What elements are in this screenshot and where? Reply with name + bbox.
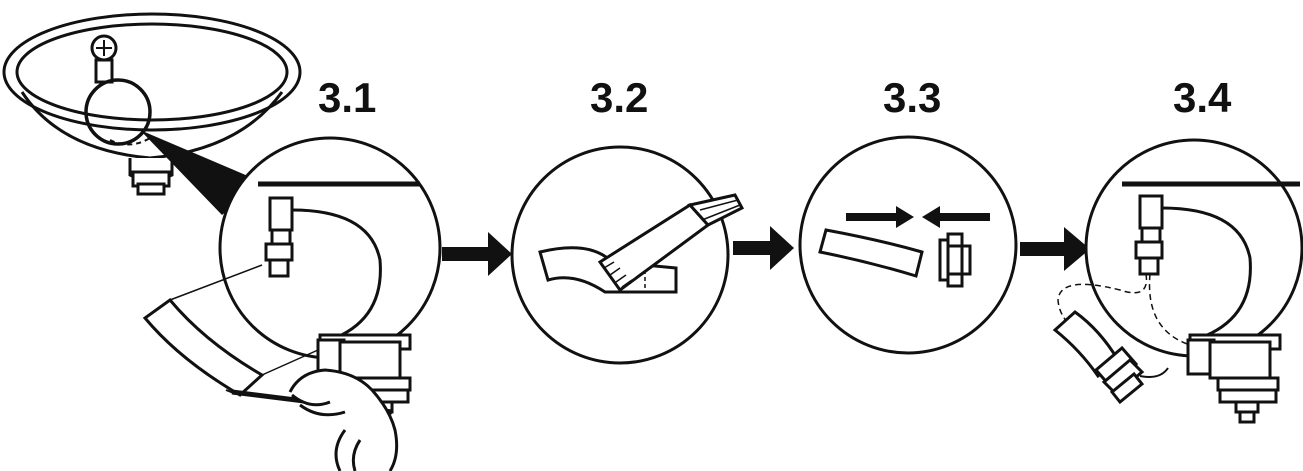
step-3-2-detail [510,145,745,365]
step-3-1-detail [218,136,442,414]
step-label-3-4: 3.4 [1173,74,1232,121]
arrow-right-icon [442,232,512,276]
connector-icon [1093,345,1145,405]
step-3-4-detail [1052,138,1303,424]
step-label-3-2: 3.2 [590,74,648,121]
hand-marking-icon [142,264,399,471]
connector-icon [938,232,972,288]
step-label-3-1: 3.1 [318,74,376,121]
step-label-3-3: 3.3 [883,74,941,121]
sink-basin-icon [2,12,302,196]
callout-wedge [140,130,262,215]
saw-icon [597,193,745,293]
arrow-right-icon [1020,227,1090,271]
step-3-3-detail [798,135,1018,355]
arrow-right-icon [733,226,794,270]
